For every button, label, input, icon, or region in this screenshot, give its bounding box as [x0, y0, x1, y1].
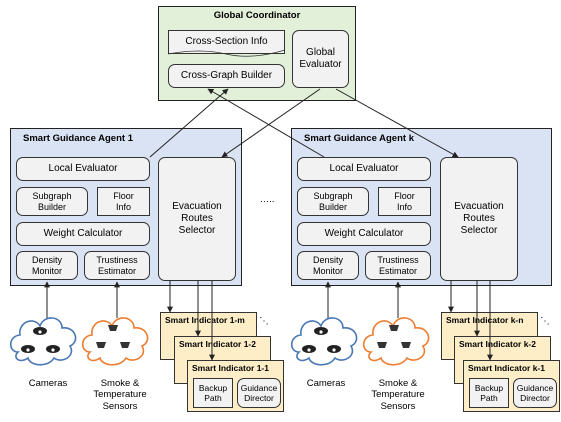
indicator-k-2-title: Smart Indicator k-2: [459, 339, 536, 349]
agent-k-subgraph-builder: Subgraph Builder: [297, 187, 369, 216]
agent-1-title: Smart Guidance Agent 1: [23, 133, 133, 144]
agent-1-evacuation-routes-selector-label: Evacuation Routes Selector: [172, 201, 222, 236]
agent-1-floor-info-label: Floor Info: [113, 190, 134, 212]
global-evaluator-label: Global Evaluator: [299, 47, 342, 70]
agent-k-title: Smart Guidance Agent k: [304, 133, 414, 144]
agent-k-local-evaluator: Local Evaluator: [297, 157, 431, 181]
agent-1-weight-calculator: Weight Calculator: [16, 222, 150, 246]
cross-section-info-box: Cross-Section Info: [168, 30, 285, 54]
indicator-1-1-title: Smart Indicator 1-1: [192, 363, 269, 373]
agent-1-local-evaluator: Local Evaluator: [16, 157, 150, 181]
indicator-1-2-title: Smart Indicator 1-2: [179, 339, 256, 349]
agent-k-density-monitor: Density Monitor: [297, 251, 359, 280]
agent-1-evacuation-routes-selector: Evacuation Routes Selector: [158, 157, 236, 281]
agents-ellipsis: …..: [259, 194, 275, 205]
agent-1-density-monitor-label: Density Monitor: [31, 254, 62, 276]
indicator-1-1-backup-path-label: Backup Path: [198, 382, 228, 403]
smoke-sensor-1-icon: [96, 325, 130, 348]
cross-section-info-label: Cross-Section Info: [185, 36, 268, 47]
agent-k-floor-info-label: Floor Info: [394, 190, 415, 212]
agent-1-trustiness-estimator-label: Trustiness Estimator: [96, 254, 138, 276]
agent-k-local-evaluator-label: Local Evaluator: [329, 163, 399, 174]
indicator-k-n-title: Smart Indicator k-n: [446, 315, 524, 325]
agent-k-evacuation-routes-selector-label: Evacuation Routes Selector: [454, 201, 504, 236]
indicator-k-1-card: Smart Indicator k-1 Backup Path Guidance…: [463, 360, 560, 412]
arrow-agentk-to-crossgraph: [207, 88, 325, 158]
agent-k-trustiness-estimator: Trustiness Estimator: [365, 251, 431, 280]
agent-1-local-evaluator-label: Local Evaluator: [48, 163, 118, 174]
arrow-agent1-to-crossgraph: [149, 88, 229, 158]
indicator-1-1-guidance-director-label: Guidance Director: [240, 382, 278, 403]
camera-cloud-1-icon: [9, 317, 77, 366]
agent-k-evacuation-routes-selector: Evacuation Routes Selector: [440, 157, 518, 281]
global-coordinator-title: Global Coordinator: [213, 10, 301, 21]
agent-k-subgraph-builder-label: Subgraph Builder: [313, 190, 353, 212]
agent-1-subgraph-builder: Subgraph Builder: [16, 187, 88, 216]
arrow-global-to-agent1-selector: [221, 88, 321, 158]
smoke-sensor-cloud-1-icon: [81, 317, 149, 366]
agent-k-density-monitor-label: Density Monitor: [312, 254, 343, 276]
agent-k-weight-calculator-label: Weight Calculator: [324, 228, 404, 239]
indicator-1-1-guidance-director: Guidance Director: [237, 378, 281, 408]
indicator-k-1-guidance-director: Guidance Director: [513, 378, 557, 408]
cross-section-info-fold: [167, 49, 286, 57]
smoke-sensor-k-icon: [377, 325, 411, 348]
indicator-1-dots: ⋱: [259, 316, 269, 327]
agent-1-weight-calculator-label: Weight Calculator: [43, 228, 123, 239]
indicator-k-dots: ⋱: [540, 316, 550, 327]
agent-k-trustiness-estimator-label: Trustiness Estimator: [377, 254, 419, 276]
camera-k-icon: [302, 327, 341, 353]
indicator-k-1-backup-path: Backup Path: [469, 378, 509, 408]
smoke-sensors-k-label: Smoke & Temperature Sensors: [371, 378, 425, 412]
agent-1-density-monitor: Density Monitor: [16, 251, 78, 280]
indicator-k-1-backup-path-label: Backup Path: [474, 382, 504, 403]
agent-1-floor-info: Floor Info: [97, 187, 150, 216]
camera-cloud-k-icon: [290, 317, 358, 366]
smoke-sensor-cloud-k-icon: [362, 317, 430, 366]
smoke-sensors-1-label: Smoke & Temperature Sensors: [93, 378, 147, 412]
indicator-1-1-card: Smart Indicator 1-1 Backup Path Guidance…: [187, 360, 284, 412]
cameras-1-label: Cameras: [28, 378, 68, 389]
camera-1-icon: [21, 327, 60, 353]
global-evaluator-box: Global Evaluator: [292, 30, 349, 88]
arrow-global-to-agentk-selector: [335, 88, 459, 158]
indicator-k-1-title: Smart Indicator k-1: [468, 363, 545, 373]
cross-graph-builder-label: Cross-Graph Builder: [180, 70, 273, 81]
agent-1-subgraph-builder-label: Subgraph Builder: [32, 190, 72, 212]
agent-k-weight-calculator: Weight Calculator: [297, 222, 431, 246]
agent-1-trustiness-estimator: Trustiness Estimator: [84, 251, 150, 280]
cross-graph-builder-box: Cross-Graph Builder: [168, 64, 285, 88]
indicator-k-1-guidance-director-label: Guidance Director: [516, 382, 554, 403]
indicator-1-m-title: Smart Indicator 1-m: [165, 315, 245, 325]
indicator-1-1-backup-path: Backup Path: [193, 378, 233, 408]
cameras-k-label: Cameras: [306, 378, 346, 389]
agent-k-floor-info: Floor Info: [378, 187, 431, 216]
